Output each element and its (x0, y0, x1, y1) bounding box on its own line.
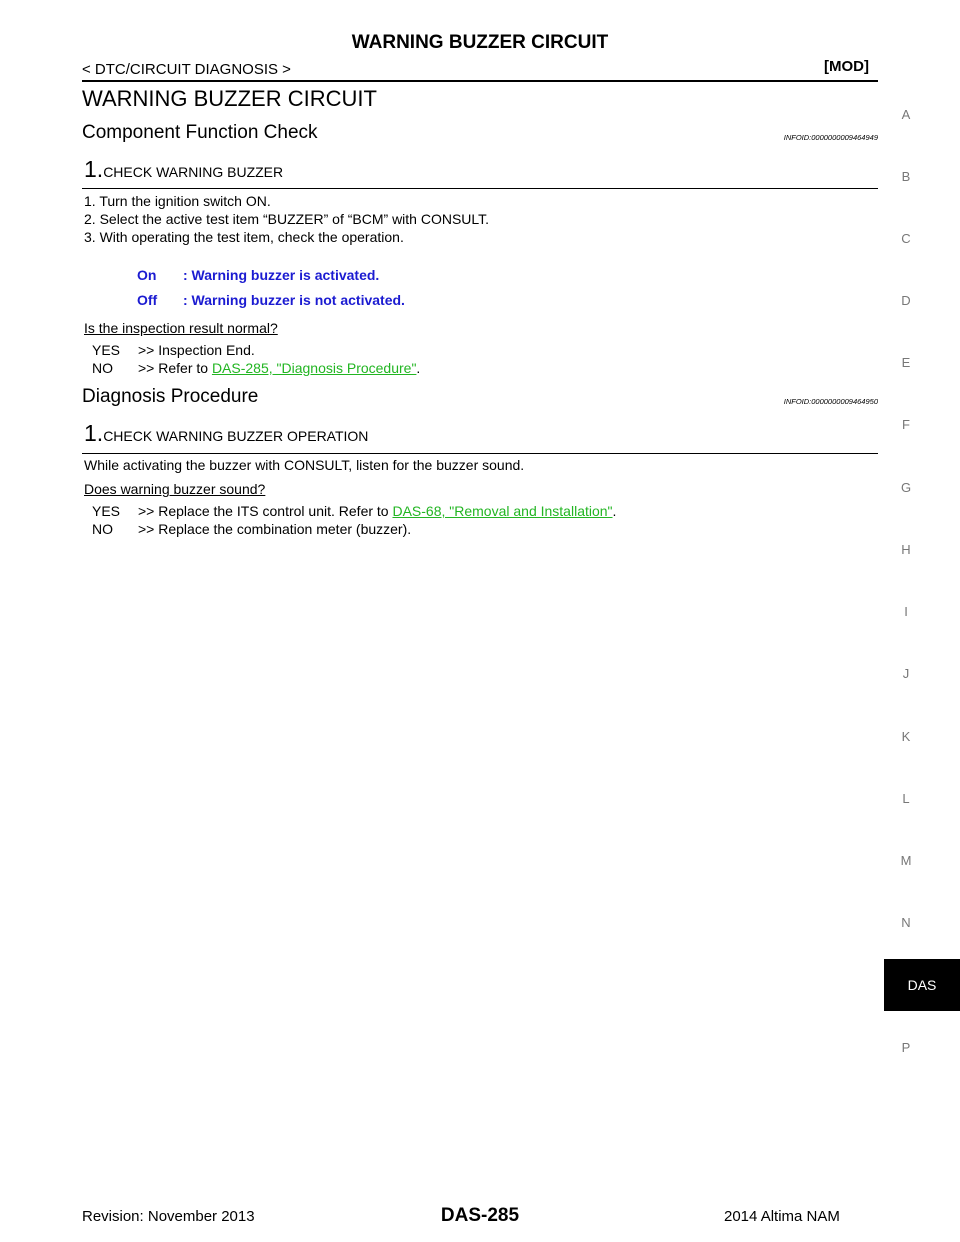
step-label: CHECK WARNING BUZZER OPERATION (103, 428, 369, 444)
answer-key: NO (92, 521, 113, 537)
inspection-question: Is the inspection result normal? (84, 320, 278, 336)
procedure-item: 1. Turn the ignition switch ON. (84, 193, 271, 209)
side-tab-das-active[interactable]: DAS (884, 959, 960, 1011)
side-tab-p[interactable]: P (901, 1040, 911, 1055)
answer-end: . (416, 360, 421, 376)
step-label: CHECK WARNING BUZZER (103, 164, 284, 180)
section-title-diagnosis: Diagnosis Procedure (82, 386, 259, 407)
definition-value: : Warning buzzer is activated. (183, 267, 380, 283)
step-rule (82, 188, 878, 189)
buzzer-question: Does warning buzzer sound? (84, 481, 266, 497)
side-tab-i[interactable]: I (904, 604, 908, 619)
definition-key: On (137, 267, 157, 283)
footer-page-number: DAS-285 (440, 1205, 520, 1226)
footer-revision: Revision: November 2013 (82, 1208, 255, 1225)
answer-end: . (612, 503, 617, 519)
side-tab-d[interactable]: D (901, 293, 911, 308)
step-number: 1. (84, 156, 104, 182)
page-heading: WARNING BUZZER CIRCUIT (82, 86, 377, 111)
header-tag: [MOD] (824, 58, 869, 75)
footer-model: 2014 Altima NAM (724, 1208, 840, 1225)
answer-key: YES (92, 342, 121, 358)
side-tab-c[interactable]: C (901, 231, 911, 246)
definition-row: On : Warning buzzer is activated. (137, 267, 379, 283)
answer-text: >> Replace the ITS control unit. Refer t… (138, 503, 393, 519)
diagnosis-procedure-link[interactable]: DAS-285, "Diagnosis Procedure" (211, 360, 417, 376)
side-tab-e[interactable]: E (901, 355, 911, 370)
answer-text: >> Replace the combination meter (buzzer… (138, 521, 412, 537)
side-tab-b[interactable]: B (901, 169, 911, 184)
header-rule (82, 80, 878, 82)
step-number: 1. (84, 420, 104, 446)
step-rule (82, 453, 878, 454)
step-heading: 1.CHECK WARNING BUZZER OPERATION (84, 420, 368, 447)
answer-yes: YES >> Replace the ITS control unit. Refe… (92, 503, 616, 519)
page-header-title: WARNING BUZZER CIRCUIT (351, 32, 609, 53)
section-title-component-check: Component Function Check (82, 122, 318, 143)
procedure-item: 2. Select the active test item “BUZZER” … (84, 211, 490, 227)
answer-yes: YES >> Inspection End. (92, 342, 255, 358)
side-tab-m[interactable]: M (900, 853, 912, 868)
answer-text: >> Inspection End. (138, 342, 255, 358)
answer-key: NO (92, 360, 113, 376)
answer-no: NO >> Replace the combination meter (buzz… (92, 521, 411, 537)
procedure-item: 3. With operating the test item, check t… (84, 229, 404, 245)
side-tab-n[interactable]: N (901, 915, 911, 930)
removal-installation-link[interactable]: DAS-68, "Removal and Installation" (392, 503, 613, 519)
side-tab-l[interactable]: L (902, 791, 910, 806)
definition-value: : Warning buzzer is not activated. (183, 292, 405, 308)
infoid-diagnosis: INFOID:0000000009464950 (783, 397, 878, 406)
side-tab-g[interactable]: G (900, 480, 912, 495)
side-tab-f[interactable]: F (902, 417, 910, 432)
header-section-label: < DTC/CIRCUIT DIAGNOSIS > (82, 61, 291, 78)
step-heading: 1.CHECK WARNING BUZZER (84, 156, 283, 183)
answer-no: NO >> Refer to DAS-285, "Diagnosis Proced… (92, 360, 420, 376)
infoid-component-check: INFOID:0000000009464949 (783, 133, 878, 142)
side-tab-j[interactable]: J (902, 666, 910, 681)
definition-key: Off (137, 292, 158, 308)
side-tab-h[interactable]: H (901, 542, 911, 557)
side-tab-k[interactable]: K (901, 729, 911, 744)
definition-row: Off : Warning buzzer is not activated. (137, 292, 405, 308)
answer-key: YES (92, 503, 121, 519)
procedure-body: While activating the buzzer with CONSULT… (84, 457, 525, 473)
side-tab-a[interactable]: A (901, 107, 911, 122)
answer-text: >> Refer to (138, 360, 212, 376)
